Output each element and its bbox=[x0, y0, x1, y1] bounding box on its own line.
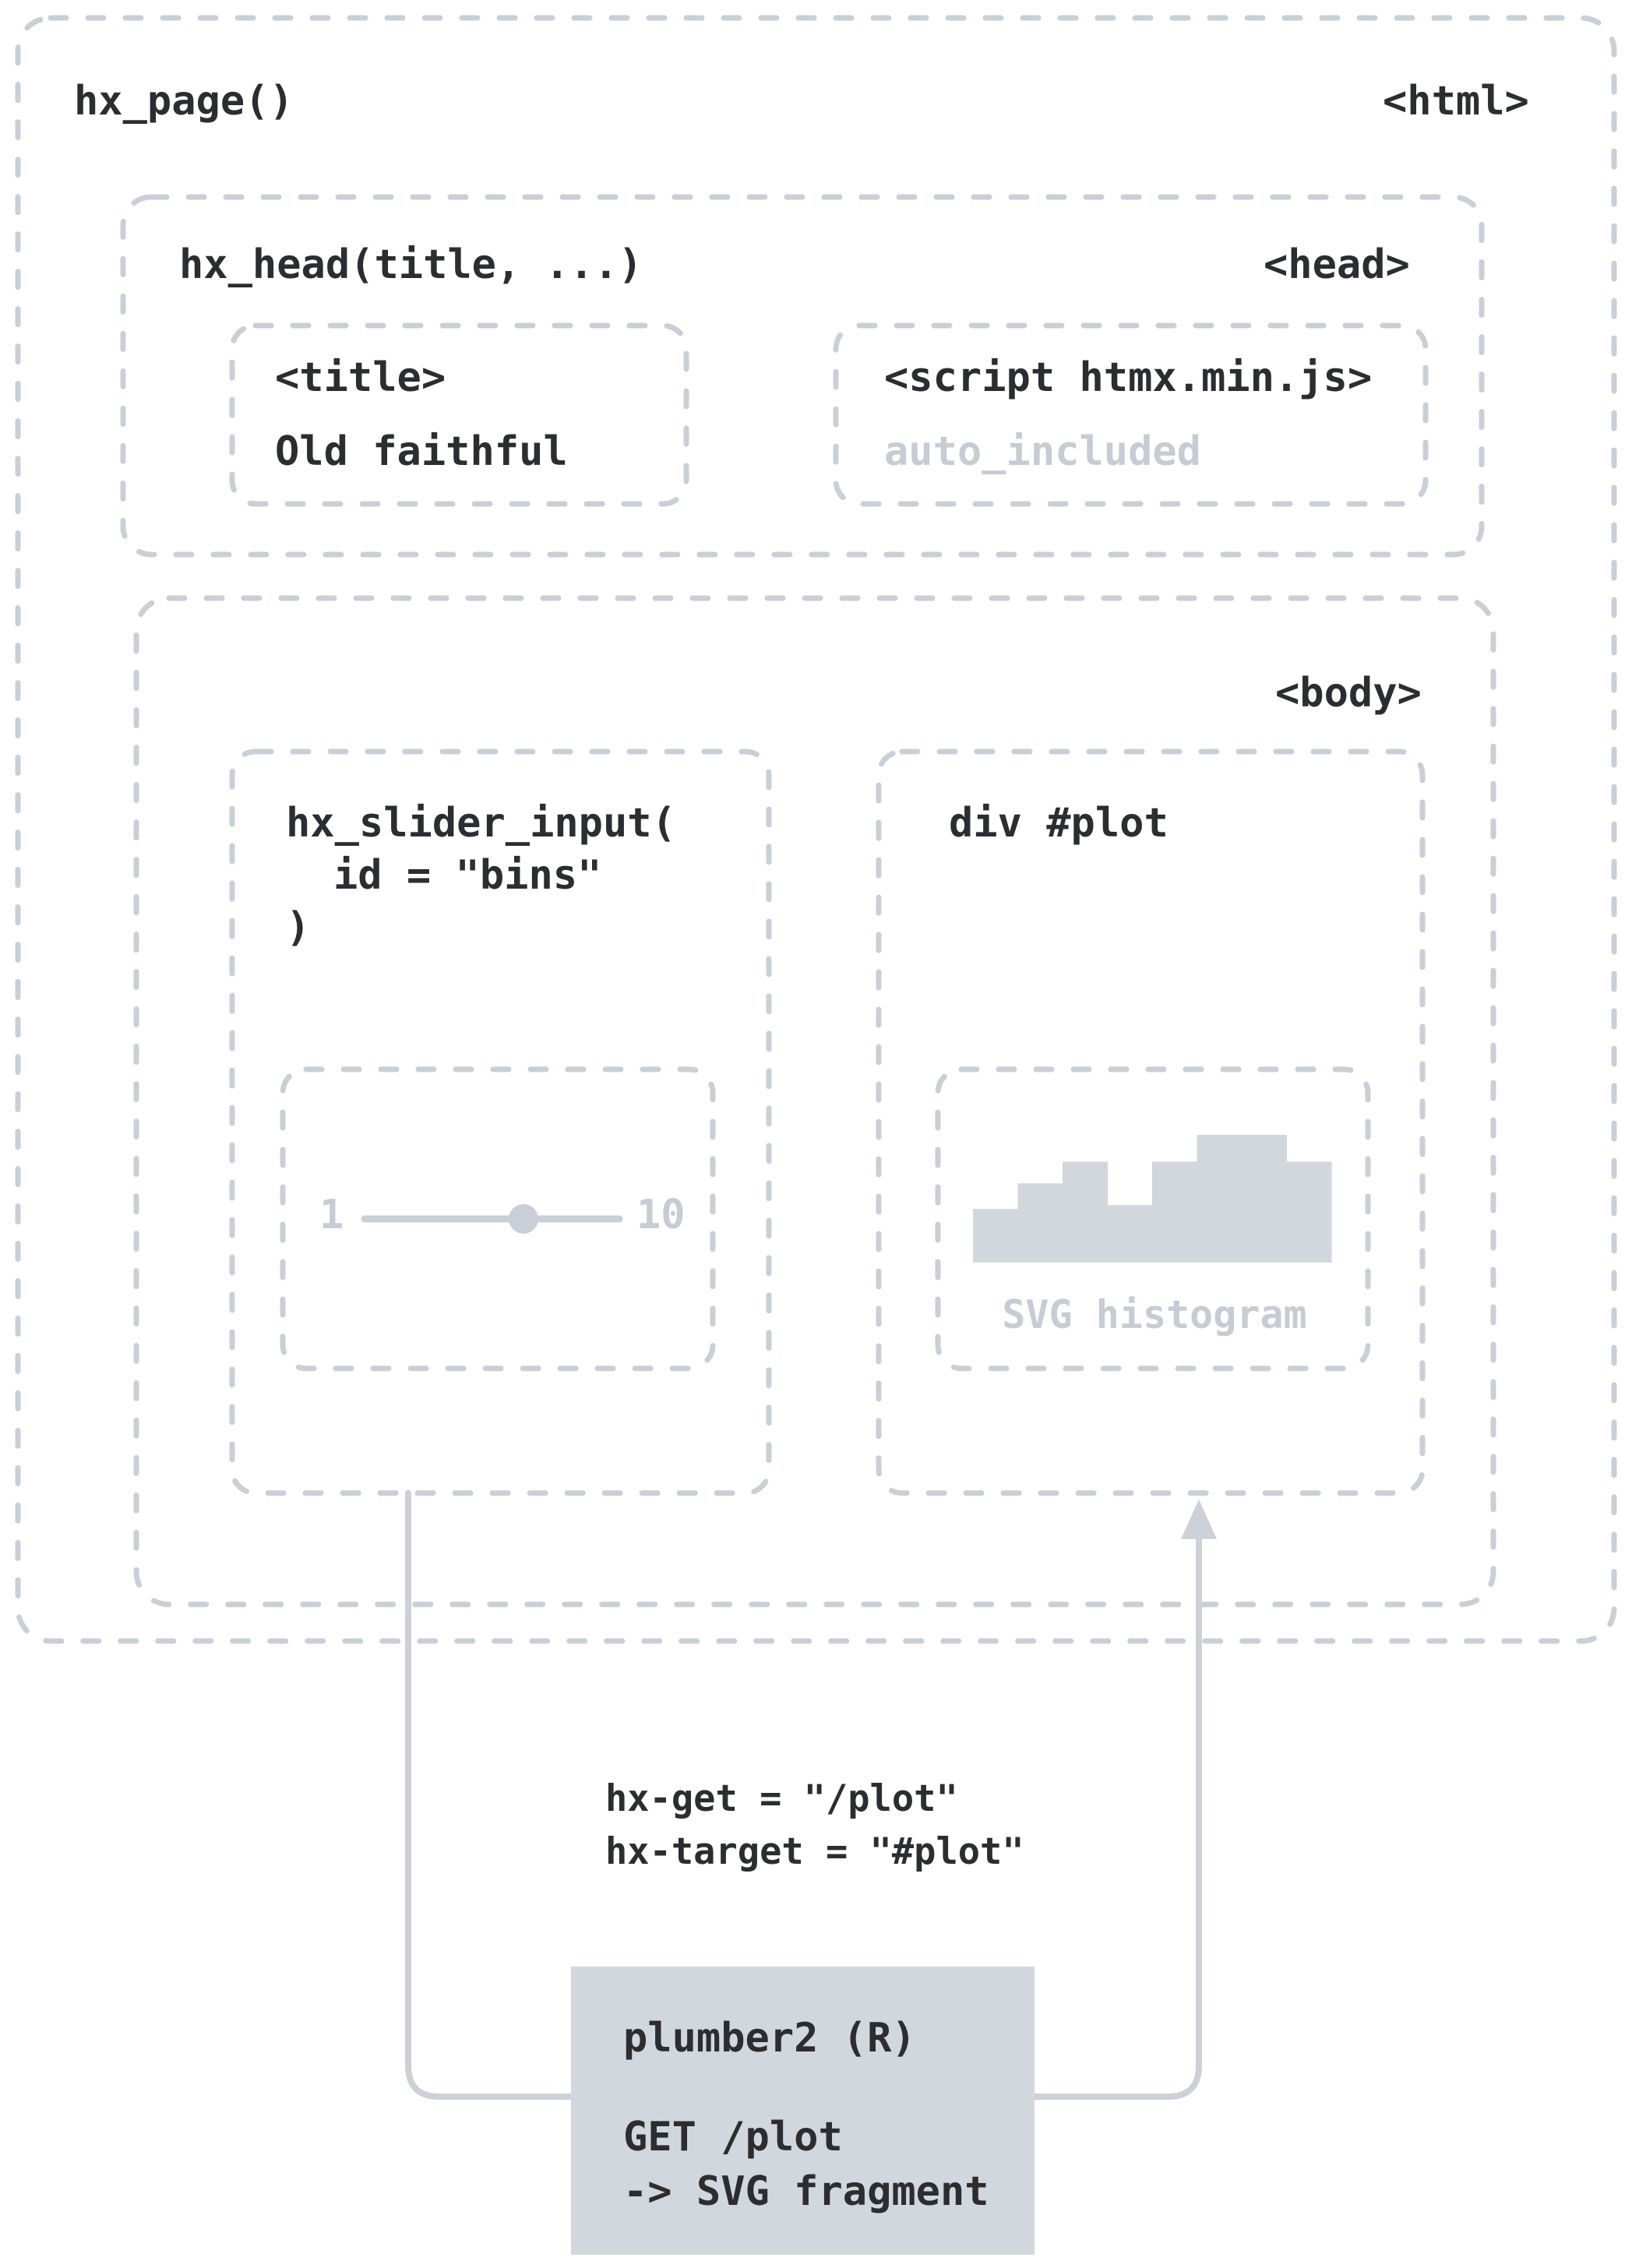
title-tag-label: <title> bbox=[275, 354, 446, 401]
slider-thumb bbox=[509, 1204, 538, 1234]
server-box bbox=[571, 1967, 1035, 2255]
server-response: -> SVG fragment bbox=[623, 2168, 989, 2215]
histogram-caption: SVG histogram bbox=[1002, 1292, 1307, 1337]
slider-code-line2: id = "bins" bbox=[333, 852, 602, 899]
body-tag-label: <body> bbox=[1275, 670, 1422, 717]
arrowhead-up-icon bbox=[1181, 1499, 1217, 1539]
title-box-border bbox=[229, 322, 689, 507]
html-tag-label: <html> bbox=[1383, 78, 1529, 125]
histogram-bar bbox=[1242, 1135, 1288, 1263]
server-request: GET /plot bbox=[623, 2114, 843, 2161]
title-value: Old faithful bbox=[275, 428, 568, 475]
histogram-bar bbox=[1107, 1205, 1153, 1263]
histogram-bars bbox=[973, 1135, 1332, 1263]
hx-target-annotation: hx-target = "#plot" bbox=[605, 1830, 1024, 1873]
head-tag-label: <head> bbox=[1264, 241, 1410, 288]
server-title: plumber2 (R) bbox=[623, 2015, 916, 2062]
histogram-bar bbox=[1063, 1161, 1109, 1263]
html-box-border bbox=[15, 15, 1617, 1644]
plot-code-label: div #plot bbox=[949, 800, 1168, 847]
histogram-bar bbox=[1152, 1161, 1198, 1263]
slider-code-line1: hx_slider_input( bbox=[286, 800, 676, 847]
script-tag-label: <script htmx.min.js> bbox=[884, 354, 1373, 401]
histogram-bar bbox=[1286, 1161, 1332, 1263]
hx-head-label: hx_head(title, ...) bbox=[179, 241, 643, 288]
hx-page-label: hx_page() bbox=[74, 78, 294, 125]
hx-get-annotation: hx-get = "/plot" bbox=[605, 1777, 958, 1820]
script-note: auto_included bbox=[884, 428, 1201, 475]
head-box-border bbox=[120, 194, 1485, 558]
histogram-bar bbox=[1197, 1135, 1243, 1263]
body-box-border bbox=[133, 595, 1496, 1608]
plot-box-border bbox=[876, 748, 1426, 1496]
slider-code-line3: ) bbox=[286, 904, 311, 951]
script-box-border bbox=[833, 322, 1429, 507]
slider-widget-box-border bbox=[280, 1066, 716, 1372]
histogram-bar bbox=[1017, 1183, 1063, 1263]
histogram-bar bbox=[973, 1209, 1019, 1263]
histogram-box-border bbox=[935, 1066, 1371, 1372]
slider-input-box-border bbox=[229, 748, 772, 1496]
slider-max-label: 10 bbox=[636, 1192, 686, 1238]
slider-min-label: 1 bbox=[319, 1192, 344, 1238]
